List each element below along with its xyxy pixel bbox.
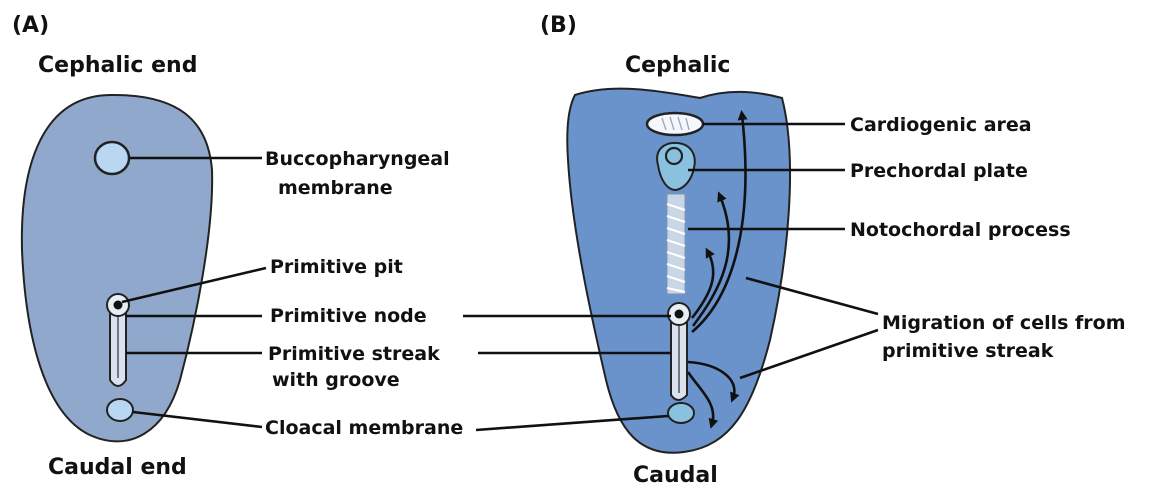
label-cloacal-membrane: Cloacal membrane	[265, 417, 463, 439]
label-membrane: membrane	[278, 177, 393, 199]
cephalic-end-label: Cephalic end	[38, 53, 197, 78]
label-migration-line2: primitive streak	[882, 340, 1054, 362]
primitive-pit-b	[675, 310, 684, 319]
cardiogenic-area-b	[647, 113, 703, 135]
caudal-label: Caudal	[633, 463, 718, 488]
prechordal-ring	[666, 148, 682, 164]
label-migration-line1: Migration of cells from	[882, 312, 1126, 334]
label-with-groove: with groove	[272, 369, 400, 391]
panel-b: (B) Cephalic Caudal	[463, 13, 1126, 488]
label-buccopharyngeal: Buccopharyngeal	[265, 148, 450, 170]
label-primitive-pit: Primitive pit	[270, 256, 403, 278]
cloacal-membrane-b	[668, 403, 694, 423]
cloacal-membrane-a	[107, 399, 133, 421]
label-primitive-streak: Primitive streak	[268, 343, 440, 365]
label-primitive-node: Primitive node	[270, 305, 427, 327]
panel-b-letter: (B)	[540, 13, 577, 38]
panel-a: (A) Cephalic end Caudal end Buccopharyng…	[12, 13, 463, 480]
primitive-pit-a	[114, 301, 123, 310]
panel-a-letter: (A)	[12, 13, 49, 38]
label-prechordal-plate: Prechordal plate	[850, 160, 1028, 182]
label-cardiogenic-area: Cardiogenic area	[850, 114, 1032, 136]
buccopharyngeal-membrane-a	[95, 142, 129, 174]
label-notochordal-process: Notochordal process	[850, 219, 1071, 241]
cephalic-label: Cephalic	[625, 53, 730, 78]
caudal-end-label: Caudal end	[48, 455, 187, 480]
